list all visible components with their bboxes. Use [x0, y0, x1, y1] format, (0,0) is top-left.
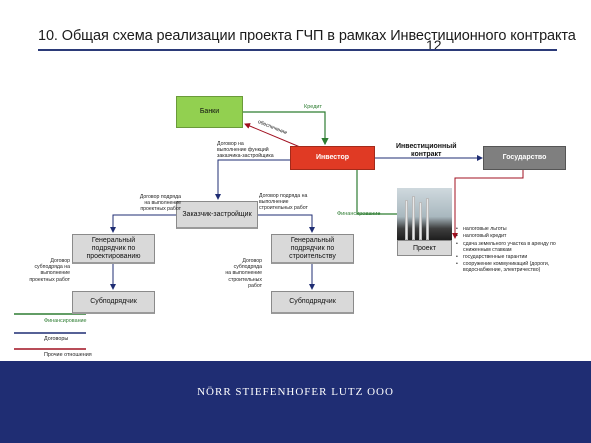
subcontractor-right-box: Субподрядчик — [271, 291, 354, 314]
legend-contracts-label: Договоры — [44, 336, 69, 342]
subcontractor-left-box: Субподрядчик — [72, 291, 155, 314]
legend-other-label: Прочие отношения — [44, 352, 92, 358]
sub-design-contract-label: Договор субподряда на выполнение проектн… — [29, 258, 70, 283]
state-relation-line — [452, 170, 524, 239]
subcontractor-right-label: Субподрядчик — [289, 298, 336, 305]
investment-contract-label: Инвестиционный контракт — [396, 143, 457, 158]
legend-financing-label: Финансирование — [44, 318, 87, 324]
collateral-arrow — [244, 123, 301, 148]
project-box: Проект — [397, 240, 452, 256]
list-item: сооружение коммуникаций (дороги, водосна… — [456, 261, 561, 273]
customer-contract-line — [215, 159, 290, 200]
financing-label: Финансирование — [337, 211, 381, 217]
general-designer-box: Генеральный подрядчик по проектированию — [72, 234, 155, 264]
list-item: сдача земельного участка в аренду по сни… — [456, 241, 561, 253]
page-title: 10. Общая схема реализации проекта ГЧП в… — [38, 28, 576, 44]
investor-box: Инвестор — [290, 146, 375, 170]
customer-functions-label: Договор на выполнение функций заказчика-… — [217, 141, 274, 160]
customer-box: Заказчик-застройщик — [176, 201, 258, 229]
credit-label: Кредит — [304, 104, 323, 110]
design-contract-line — [110, 214, 176, 233]
investor-label: Инвестор — [315, 154, 350, 161]
banks-label: Банки — [199, 108, 220, 115]
general-builder-box: Генеральный подрядчик по строительству — [271, 234, 354, 264]
state-benefits-list: налоговые льготы налоговый кредит сдача … — [456, 226, 561, 275]
state-label: Государство — [502, 154, 547, 161]
footer-logo-text: NÖRR STIEFENHOFER LUTZ ООО — [197, 386, 394, 398]
project-label: Проект — [412, 244, 437, 252]
customer-label: Заказчик-застройщик — [182, 210, 252, 218]
sub-build-contract-label: Договор субподряда на выполнение строите… — [225, 258, 262, 289]
general-builder-label: Генеральный подрядчик по строительству — [289, 236, 336, 260]
banks-box: Банки — [176, 96, 243, 128]
build-contract-line — [258, 214, 315, 233]
state-box: Государство — [483, 146, 566, 170]
subcontractor-left-label: Субподрядчик — [90, 298, 137, 305]
build-contract-label: Договор подряда на выполнение строительн… — [259, 193, 308, 212]
footer-band — [0, 361, 591, 443]
credit-arrow — [243, 111, 329, 146]
list-item: налоговый кредит — [456, 233, 561, 239]
project-factory-image — [397, 188, 452, 240]
list-item: государственные гарантии — [456, 254, 561, 260]
general-designer-label: Генеральный подрядчик по проектированию — [86, 236, 141, 260]
list-item: налоговые льготы — [456, 226, 561, 232]
design-contract-label: Договор подряда на выполнение проектных … — [139, 194, 181, 213]
title-divider — [38, 49, 557, 51]
